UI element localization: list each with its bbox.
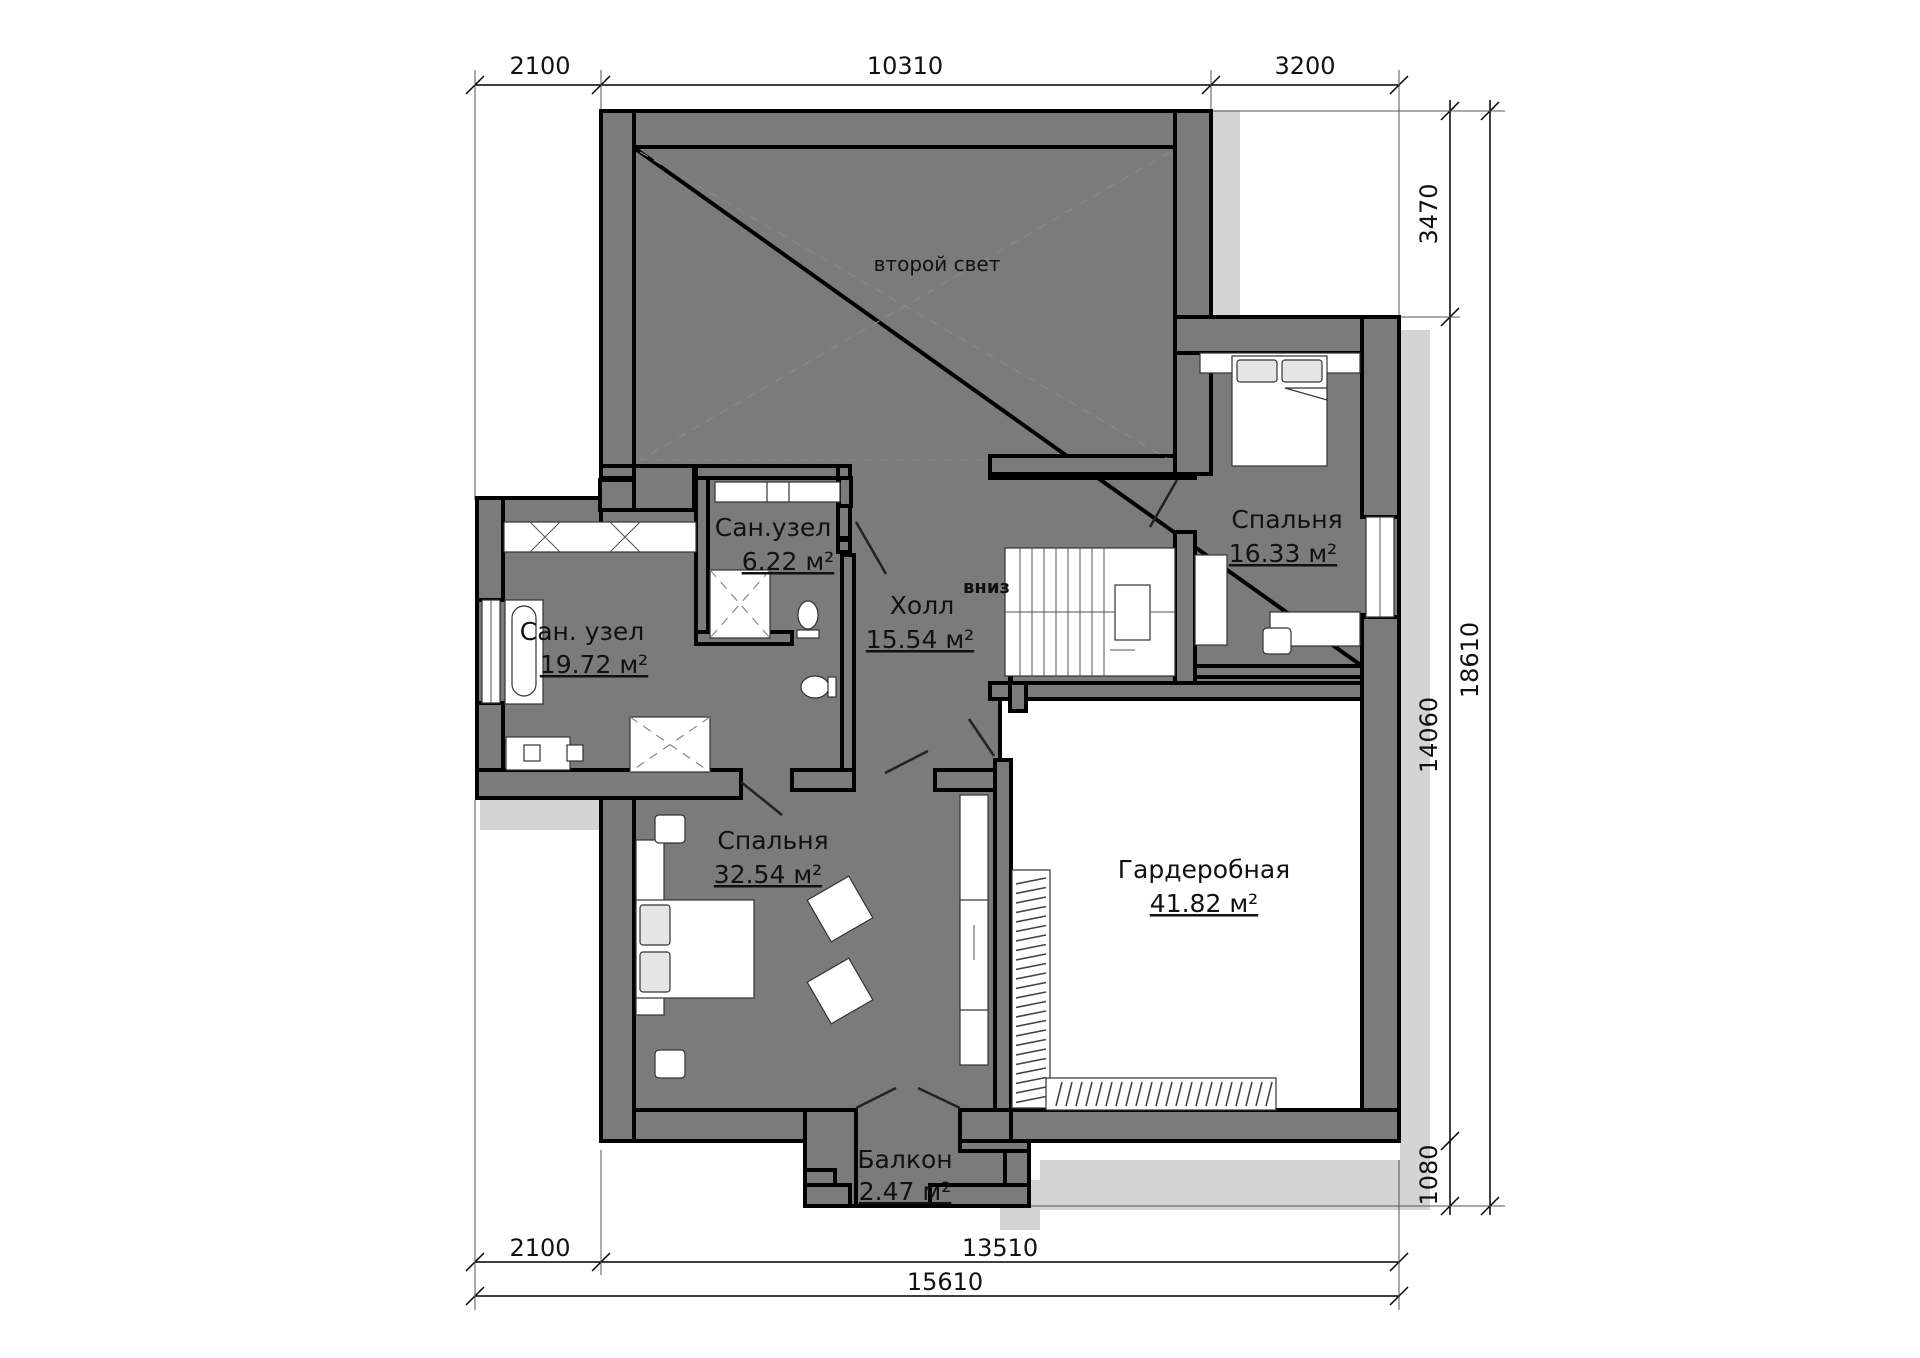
hanger bbox=[1015, 1048, 1047, 1056]
hanger bbox=[1015, 905, 1047, 914]
hanger bbox=[1255, 1081, 1263, 1107]
hanger bbox=[1105, 1081, 1113, 1107]
dimension-lines bbox=[465, 70, 1505, 1310]
hanger bbox=[1015, 877, 1047, 885]
room-area-balcony: 2.47 м² bbox=[859, 1177, 952, 1206]
hanger bbox=[1195, 1081, 1203, 1107]
hanger bbox=[1095, 1081, 1103, 1107]
room-area-bath-large: 19.72 м² bbox=[540, 650, 648, 679]
hanger bbox=[1015, 896, 1047, 904]
hanger bbox=[1085, 1081, 1093, 1107]
hanger bbox=[1155, 1081, 1163, 1107]
hanger bbox=[1115, 1081, 1123, 1107]
room-name-bath-small: Сан.узел bbox=[715, 513, 832, 542]
dim-bottom-total: 15610 bbox=[907, 1268, 983, 1296]
hanger bbox=[1015, 1095, 1047, 1104]
hanger bbox=[1125, 1081, 1133, 1107]
hanger bbox=[1015, 1010, 1047, 1018]
wall-pieces bbox=[475, 109, 1401, 1208]
hanger bbox=[1015, 981, 1047, 990]
hanger bbox=[1015, 962, 1047, 971]
hanger bbox=[1015, 1067, 1047, 1075]
room-name-hall: Холл bbox=[890, 591, 954, 620]
bedroom-large-furniture bbox=[635, 794, 989, 1079]
room-area-hall: 15.54 м² bbox=[866, 625, 974, 654]
dim-bottom-left: 2100 bbox=[509, 1234, 570, 1262]
windows bbox=[481, 516, 1395, 704]
hanger bbox=[1015, 1000, 1047, 1009]
doors bbox=[740, 479, 1179, 1110]
hanger bbox=[1165, 1081, 1173, 1107]
hanger bbox=[1235, 1081, 1243, 1107]
hanger bbox=[1075, 1081, 1083, 1107]
hanger bbox=[1015, 1038, 1047, 1047]
bedroom-small-furniture bbox=[1194, 352, 1361, 655]
hanger bbox=[1015, 943, 1047, 952]
hanger bbox=[1245, 1081, 1253, 1107]
hanger bbox=[1015, 934, 1047, 942]
dim-right-total: 18610 bbox=[1456, 622, 1484, 698]
dim-top-left: 2100 bbox=[509, 52, 570, 80]
hanger bbox=[1015, 915, 1047, 923]
hanger bbox=[1265, 1081, 1273, 1107]
stairs-down-label: вниз bbox=[963, 577, 1010, 598]
dim-right-bottom: 1080 bbox=[1415, 1144, 1443, 1205]
hanger bbox=[1015, 886, 1047, 895]
room-area-bedroom-large: 32.54 м² bbox=[714, 860, 822, 889]
hanger bbox=[1215, 1081, 1223, 1107]
hanger bbox=[1175, 1081, 1183, 1107]
bathroom-large-fixtures bbox=[503, 521, 837, 773]
dimension-labels: 2100 10310 3200 2100 13510 15610 3470 14… bbox=[509, 52, 1484, 1296]
hanger bbox=[1015, 1029, 1047, 1037]
room-area-wardrobe: 41.82 м² bbox=[1150, 889, 1258, 918]
room-name-bedroom-small: Спальня bbox=[1231, 505, 1342, 534]
room-area-bedroom-small: 16.33 м² bbox=[1229, 539, 1337, 568]
second-light-label: второй свет bbox=[874, 252, 1001, 276]
hanger bbox=[1015, 991, 1047, 999]
dim-top-middle: 10310 bbox=[867, 52, 943, 80]
bathroom-small-fixtures bbox=[709, 481, 841, 639]
hanger bbox=[1015, 1019, 1047, 1028]
dim-top-right: 3200 bbox=[1274, 52, 1335, 80]
hanger bbox=[1185, 1081, 1193, 1107]
hanger bbox=[1015, 1076, 1047, 1085]
room-area-bath-small: 6.22 м² bbox=[742, 547, 835, 576]
hanger bbox=[1225, 1081, 1233, 1107]
hanger bbox=[1135, 1081, 1143, 1107]
dim-bottom-right: 13510 bbox=[962, 1234, 1038, 1262]
hanger bbox=[1145, 1081, 1153, 1107]
hanger bbox=[1205, 1081, 1213, 1107]
hanger bbox=[1065, 1081, 1073, 1107]
hanger bbox=[1015, 972, 1047, 980]
hanger bbox=[1015, 924, 1047, 933]
room-name-bath-large: Сан. узел bbox=[520, 617, 644, 646]
wardrobe-racks bbox=[1011, 869, 1277, 1111]
hanger bbox=[1015, 1086, 1047, 1094]
hanger bbox=[1015, 953, 1047, 961]
room-name-wardrobe: Гардеробная bbox=[1118, 855, 1290, 884]
dim-right-middle: 14060 bbox=[1415, 697, 1443, 773]
staircase bbox=[1004, 547, 1176, 677]
room-name-bedroom-large: Спальня bbox=[717, 826, 828, 855]
room-name-balcony: Балкон bbox=[857, 1145, 952, 1174]
room-labels: Сан.узел 6.22 м² Сан. узел 19.72 м² Холл… bbox=[520, 505, 1343, 1206]
hanger bbox=[1015, 1057, 1047, 1066]
second-light-void: второй свет bbox=[639, 151, 1171, 461]
dim-right-top: 3470 bbox=[1415, 183, 1443, 244]
hanger bbox=[1055, 1081, 1063, 1107]
